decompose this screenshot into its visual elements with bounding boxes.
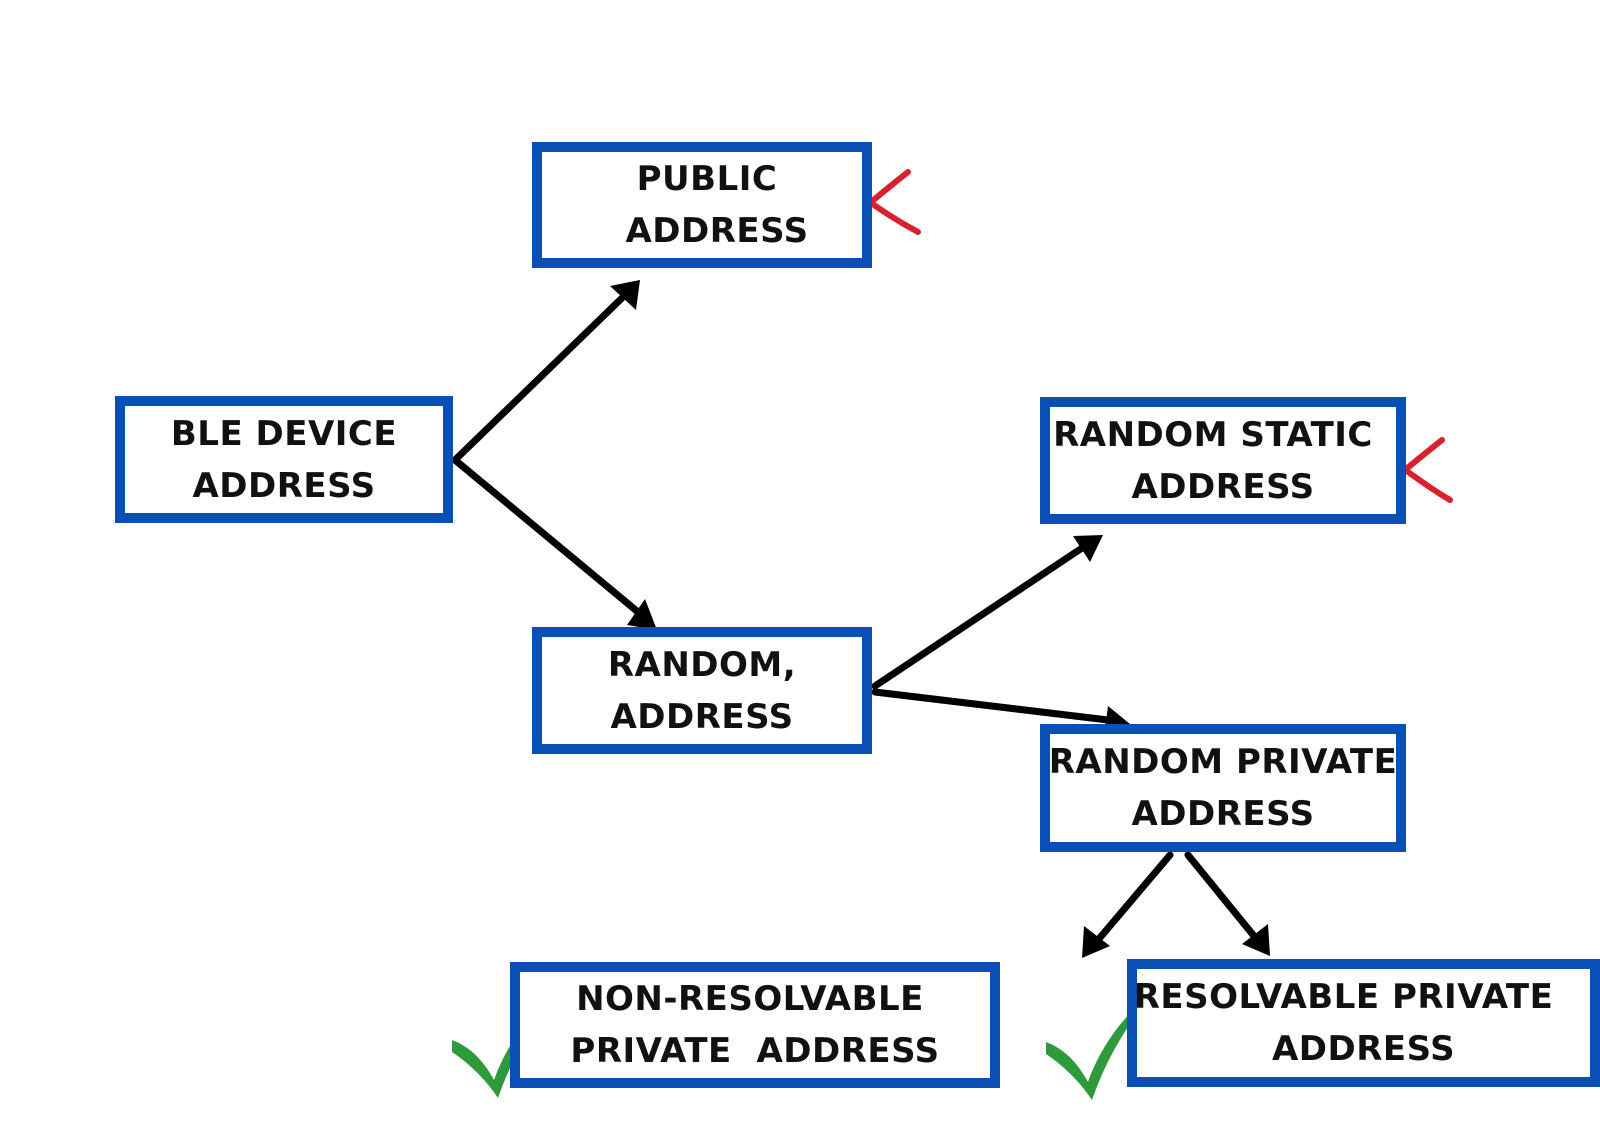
edge-private-to-resolvable bbox=[1184, 851, 1270, 956]
arrowhead-icon bbox=[1242, 924, 1270, 956]
random-private-address-box: RANDOM PRIVATE ADDRESS bbox=[1040, 724, 1406, 852]
non-resolvable-private-address-line2: PRIVATE ADDRESS bbox=[570, 1031, 940, 1071]
non-resolvable-private-address-box: NON-RESOLVABLE PRIVATE ADDRESS bbox=[510, 962, 1000, 1088]
public-address-line1: PUBLIC bbox=[636, 159, 778, 199]
edge-private-to-nonresolvable bbox=[1082, 851, 1174, 958]
resolvable-private-address-line2: ADDRESS bbox=[1271, 1029, 1456, 1069]
random-private-address-line1: RANDOM PRIVATE bbox=[1048, 742, 1398, 782]
ble-device-address-line2: ADDRESS bbox=[192, 465, 376, 506]
ble-device-address-box: BLE DEVICE ADDRESS bbox=[115, 396, 453, 523]
public-address-line2: ADDRESS bbox=[625, 211, 809, 251]
random-static-address-box: RANDOM STATIC ADDRESS bbox=[1040, 397, 1406, 524]
arrowhead-icon bbox=[610, 280, 640, 310]
edge-ble-to-random bbox=[451, 456, 657, 630]
ble-device-address-line1: BLE DEVICE bbox=[170, 413, 398, 454]
arrowhead-icon bbox=[1073, 535, 1103, 562]
resolvable-private-address-box: RESOLVABLE PRIVATE ADDRESS bbox=[1127, 959, 1600, 1087]
arrowhead-icon bbox=[1082, 926, 1110, 958]
random-address-line1: RANDOM, bbox=[607, 644, 797, 685]
random-static-address-line1: RANDOM STATIC bbox=[1053, 414, 1373, 455]
random-static-address-line2: ADDRESS bbox=[1131, 466, 1315, 507]
non-resolvable-private-address-line1: NON-RESOLVABLE bbox=[576, 979, 924, 1019]
resolvable-private-address-line1: RESOLVABLE PRIVATE bbox=[1133, 977, 1554, 1017]
edge-ble-to-public bbox=[451, 280, 640, 464]
edge-random-to-static bbox=[871, 535, 1103, 690]
public-address-box: PUBLIC ADDRESS bbox=[532, 142, 872, 268]
arrowhead-icon bbox=[627, 599, 657, 630]
edges bbox=[451, 280, 1270, 958]
random-private-address-line2: ADDRESS bbox=[1131, 794, 1315, 834]
random-address-line2: ADDRESS bbox=[610, 696, 794, 737]
random-address-box: RANDOM, ADDRESS bbox=[532, 627, 872, 754]
